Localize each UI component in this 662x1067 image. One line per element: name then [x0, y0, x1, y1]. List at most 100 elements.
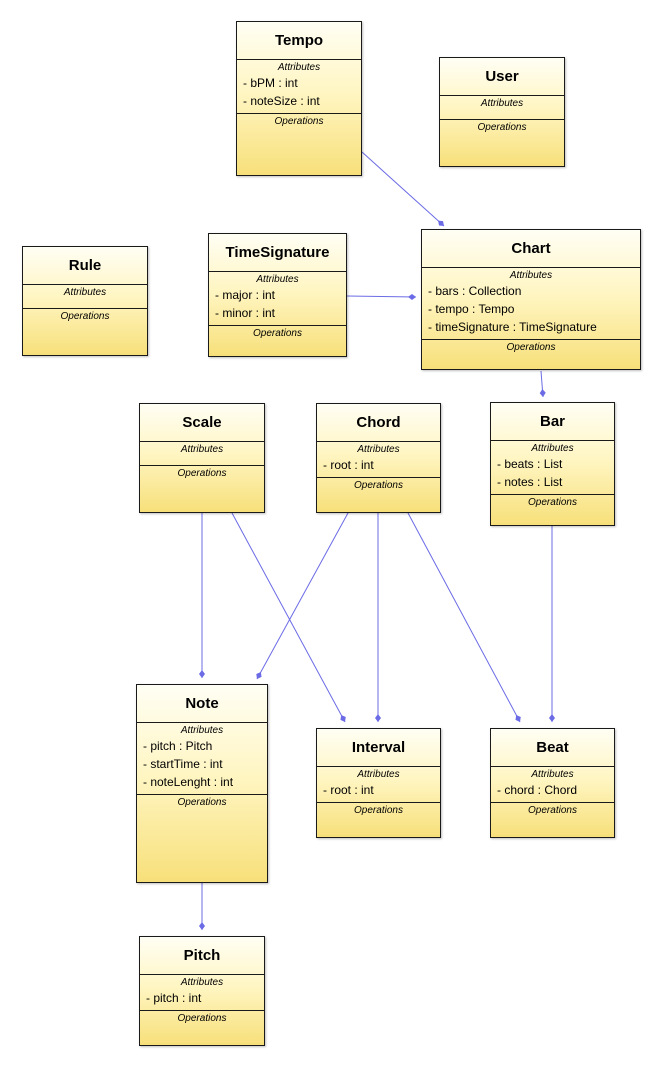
attribute[interactable]: - noteLenght : int: [143, 775, 234, 789]
attribute[interactable]: - root : int: [323, 458, 374, 472]
operations-section: Operations: [209, 325, 346, 340]
class-tempo[interactable]: Tempo Attributes - bPM : int - noteSize …: [236, 21, 362, 176]
class-name: Chart: [511, 240, 551, 257]
diamond-icon: [256, 671, 262, 679]
attribute[interactable]: - startTime : int: [143, 757, 223, 771]
attributes-section: Attributes - major : int - minor : int: [209, 271, 346, 325]
diamond-icon: [340, 714, 346, 722]
operations-label: Operations: [528, 497, 577, 508]
diamond-icon: [549, 714, 555, 722]
attributes-section: Attributes - chord : Chord: [491, 766, 614, 802]
class-note[interactable]: Note Attributes - pitch : Pitch - startT…: [136, 684, 268, 883]
class-name: Chord: [356, 414, 401, 431]
attributes-label: Attributes: [357, 444, 400, 455]
class-name: Scale: [182, 414, 222, 431]
operations-label: Operations: [253, 328, 302, 339]
attributes-section: Attributes - pitch : Pitch - startTime :…: [137, 722, 267, 794]
diamond-icon: [199, 922, 205, 930]
attributes-section: Attributes: [23, 284, 147, 308]
attributes-section: Attributes - beats : List - notes : List: [491, 440, 614, 494]
class-interval[interactable]: Interval Attributes - root : int Operati…: [316, 728, 441, 838]
attribute[interactable]: - root : int: [323, 783, 374, 797]
association-scale-interval[interactable]: [231, 512, 346, 723]
class-rule[interactable]: Rule Attributes Operations: [22, 246, 148, 356]
operations-section: Operations: [140, 1010, 264, 1025]
class-time-signature[interactable]: TimeSignature Attributes - major : int -…: [208, 233, 347, 357]
operations-section: Operations: [140, 465, 264, 480]
attribute[interactable]: - minor : int: [215, 306, 276, 320]
attributes-label: Attributes: [531, 443, 574, 454]
operations-label: Operations: [506, 342, 556, 353]
association-chord-beat[interactable]: [407, 512, 521, 723]
attribute[interactable]: - major : int: [215, 288, 276, 302]
attributes-section: Attributes - bars : Collection - tempo :…: [422, 267, 640, 339]
diamond-icon: [375, 714, 381, 722]
attributes-label: Attributes: [509, 270, 553, 281]
attributes-section: Attributes - root : int: [317, 441, 440, 477]
operations-section: Operations: [317, 802, 440, 817]
operations-label: Operations: [60, 311, 110, 322]
class-name: Interval: [351, 739, 406, 756]
operations-section: Operations: [237, 113, 361, 128]
association-tempo-chart[interactable]: [361, 151, 445, 227]
class-name: Note: [185, 695, 219, 712]
diamond-icon: [408, 293, 416, 300]
attribute[interactable]: - chord : Chord: [497, 783, 578, 797]
attributes-label: Attributes: [180, 977, 224, 988]
attributes-label: Attributes: [357, 769, 400, 780]
operations-label: Operations: [177, 468, 227, 479]
attribute[interactable]: - bPM : int: [243, 76, 298, 90]
attributes-section: Attributes: [140, 441, 264, 465]
class-bar[interactable]: Bar Attributes - beats : List - notes : …: [490, 402, 615, 526]
operations-label: Operations: [528, 805, 577, 816]
class-name: TimeSignature: [225, 244, 330, 261]
operations-label: Operations: [477, 122, 527, 133]
attribute[interactable]: - notes : List: [497, 475, 563, 489]
attribute[interactable]: - timeSignature : TimeSignature: [428, 320, 597, 334]
attributes-section: Attributes: [440, 95, 564, 119]
operations-section: Operations: [23, 308, 147, 323]
attribute[interactable]: - tempo : Tempo: [428, 302, 515, 316]
association-time_signature-chart[interactable]: [346, 295, 417, 298]
class-beat[interactable]: Beat Attributes - chord : Chord Operatio…: [490, 728, 615, 838]
operations-label: Operations: [354, 480, 403, 491]
attributes-label: Attributes: [256, 274, 299, 285]
class-chart[interactable]: Chart Attributes - bars : Collection - t…: [421, 229, 641, 370]
attributes-section: Attributes - pitch : int: [140, 974, 264, 1010]
attributes-label: Attributes: [480, 98, 524, 109]
diamond-icon: [515, 714, 521, 722]
class-pitch[interactable]: Pitch Attributes - pitch : int Operation…: [139, 936, 265, 1046]
class-scale[interactable]: Scale Attributes Operations: [139, 403, 265, 513]
operations-label: Operations: [177, 797, 227, 808]
attribute[interactable]: - pitch : int: [146, 991, 202, 1005]
diamond-icon: [539, 389, 546, 397]
operations-label: Operations: [274, 116, 324, 127]
diamond-icon: [438, 220, 444, 226]
attributes-label: Attributes: [180, 444, 224, 455]
class-name: Beat: [536, 739, 569, 756]
attributes-label: Attributes: [180, 725, 224, 736]
attribute[interactable]: - pitch : Pitch: [143, 739, 213, 753]
attribute[interactable]: - bars : Collection: [428, 284, 522, 298]
class-user[interactable]: User Attributes Operations: [439, 57, 565, 167]
class-name: Bar: [539, 413, 565, 430]
diamond-icon: [199, 670, 205, 678]
attribute[interactable]: - beats : List: [497, 457, 563, 471]
operations-section: Operations: [422, 339, 640, 354]
operations-section: Operations: [491, 802, 614, 817]
operations-section: Operations: [317, 477, 440, 492]
attribute[interactable]: - noteSize : int: [243, 94, 320, 108]
class-name: Rule: [68, 257, 102, 274]
operations-section: Operations: [491, 494, 614, 509]
class-chord[interactable]: Chord Attributes - root : int Operations: [316, 403, 441, 513]
operations-label: Operations: [354, 805, 403, 816]
attributes-label: Attributes: [63, 287, 107, 298]
association-chord-note[interactable]: [256, 512, 349, 680]
class-name: User: [485, 68, 519, 85]
attributes-label: Attributes: [531, 769, 574, 780]
class-name: Pitch: [183, 947, 221, 964]
operations-label: Operations: [177, 1013, 227, 1024]
operations-section: Operations: [440, 119, 564, 134]
attributes-section: Attributes - root : int: [317, 766, 440, 802]
